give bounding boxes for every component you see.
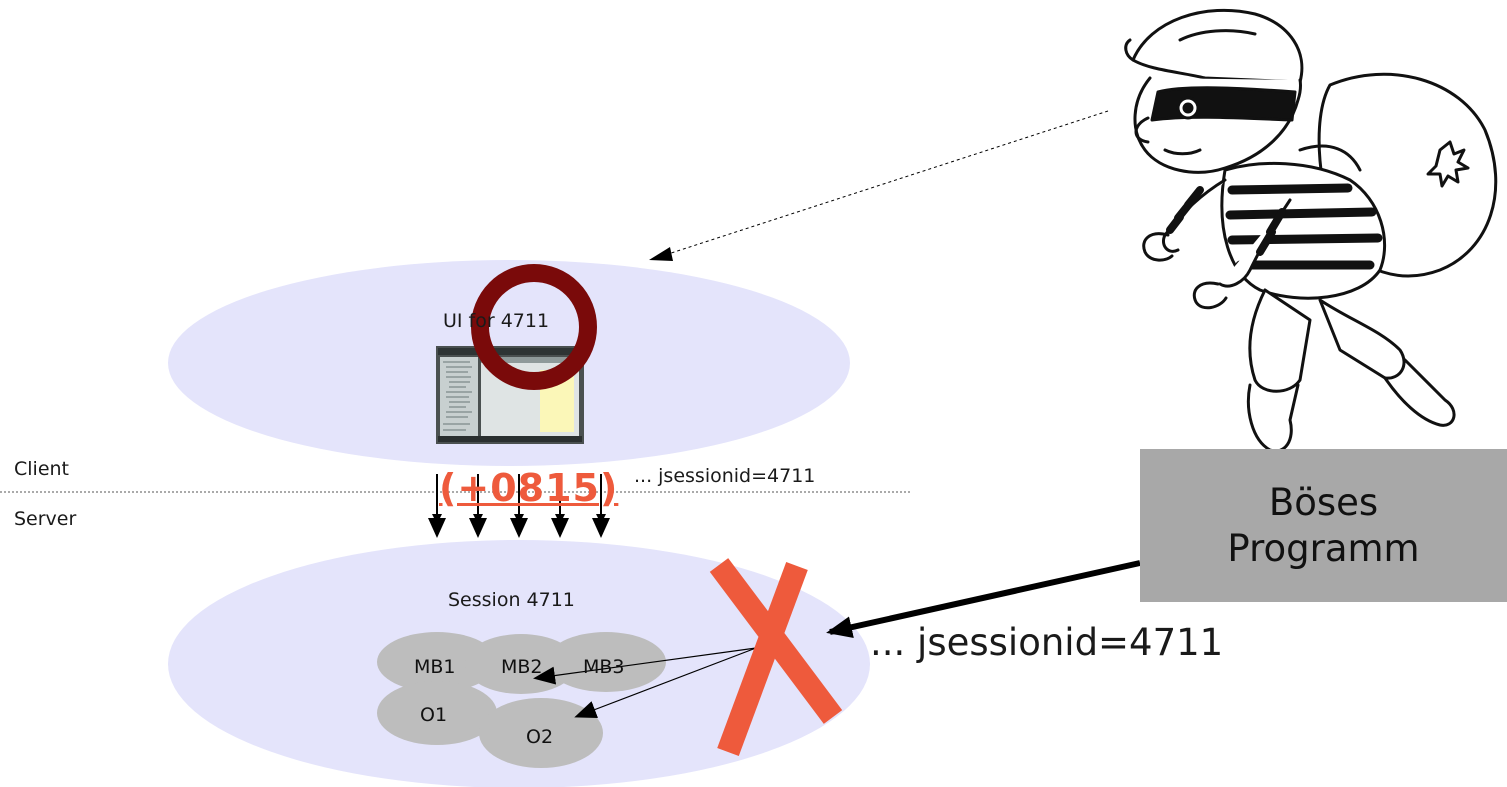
attacker-box-line1: Böses — [1268, 480, 1379, 524]
blocked-cross — [709, 558, 843, 756]
blob-mb1 — [377, 632, 497, 692]
client-label: Client — [14, 458, 70, 480]
token-label: (+0815) — [439, 466, 619, 510]
attacker-jsessionid-label: ... jsessionid=4711 — [870, 621, 1224, 664]
app-window-screenshot — [436, 346, 584, 444]
blob-o2 — [479, 698, 603, 768]
attack-main-arrow — [826, 560, 1141, 638]
object-label-mb1: MB1 — [414, 656, 456, 678]
server-label: Server — [14, 508, 77, 530]
blob-mb3 — [546, 632, 666, 692]
attacker-program-box: Böses Programm — [1140, 449, 1507, 602]
burglar-illustration — [1124, 8, 1498, 453]
session-label: Session 4711 — [448, 589, 575, 611]
highlight-ring — [471, 264, 597, 390]
attacker-box-line2: Programm — [1227, 526, 1420, 570]
client-jsessionid-label: ... jsessionid=4711 — [634, 465, 816, 487]
object-label-o2: O2 — [526, 726, 554, 748]
attack-dashed-arrow — [661, 110, 1109, 257]
object-label-mb3: MB3 — [583, 656, 625, 678]
object-label-o1: O1 — [420, 704, 448, 726]
ui-label: UI for 4711 — [443, 310, 550, 332]
object-label-mb2: MB2 — [501, 656, 543, 678]
blob-o1 — [377, 681, 497, 745]
session-objects — [377, 632, 666, 768]
